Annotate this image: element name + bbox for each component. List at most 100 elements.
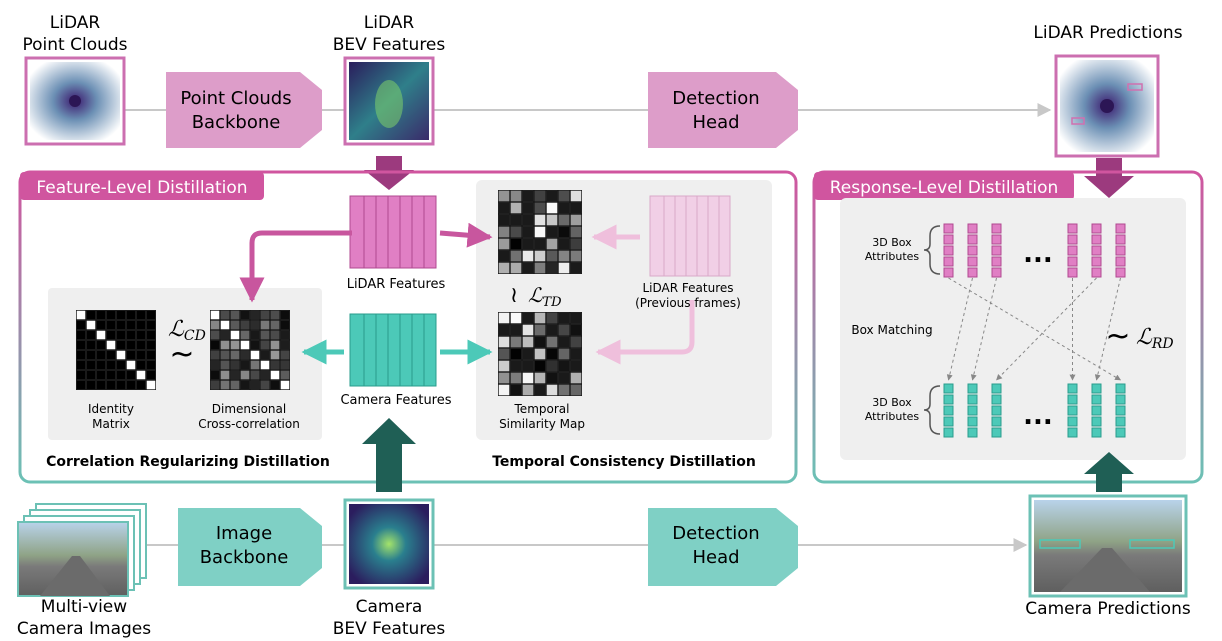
matrix-cell [230, 380, 240, 390]
matrix-cell [240, 330, 250, 340]
matrix-cell [96, 330, 106, 340]
attribute-cell [1115, 383, 1126, 394]
matrix-cell [240, 370, 250, 380]
matrix-cell [534, 250, 546, 262]
matrix-cell [86, 310, 96, 320]
attribute-cell [967, 416, 978, 427]
lidar-predictions-down-arrow [1084, 158, 1134, 198]
attribute-cell [1067, 234, 1078, 245]
matrix-cell [210, 370, 220, 380]
tcd-similar-symbol: ≀ [510, 283, 518, 308]
matrix-cell [220, 350, 230, 360]
attribute-cell [991, 383, 1002, 394]
matrix-cell [498, 324, 510, 336]
lidar-input-label-2: Point Clouds [22, 35, 127, 55]
matrix-cell [116, 320, 126, 330]
attribute-cell [991, 427, 1002, 438]
matrix-cell [546, 312, 558, 324]
attribute-cell [943, 416, 954, 427]
matrix-cell [136, 350, 146, 360]
matrix-cell [76, 360, 86, 370]
feature-slice [349, 313, 365, 387]
matrix-cell [220, 340, 230, 350]
matrix-cell [136, 370, 146, 380]
matrix-cell [558, 336, 570, 348]
matrix-cell [570, 190, 582, 202]
matrix-cell [86, 380, 96, 390]
matrix-cell [546, 384, 558, 396]
lidar-to-temporal-arrow [439, 222, 493, 248]
attribute-cell [1091, 405, 1102, 416]
matrix-cell [116, 360, 126, 370]
response-level-title: Response-Level Distillation [830, 178, 1059, 198]
lidar-box-attributes [943, 223, 1126, 278]
matrix-cell [106, 380, 116, 390]
camera-features-label: Camera Features [340, 393, 451, 408]
attribute-cell [1091, 427, 1102, 438]
box-matching-label: Box Matching [851, 323, 932, 337]
matrix-cell [250, 370, 260, 380]
matrix-cell [546, 226, 558, 238]
matrix-cell [106, 340, 116, 350]
matrix-cell [220, 330, 230, 340]
matrix-cell [96, 380, 106, 390]
matrix-cell [270, 360, 280, 370]
matrix-cell [558, 226, 570, 238]
matrix-cell [220, 310, 230, 320]
matrix-cell [86, 350, 96, 360]
matrix-cell [498, 360, 510, 372]
matrix-cell [498, 384, 510, 396]
matrix-cell [498, 238, 510, 250]
matrix-cell [210, 330, 220, 340]
matrix-cell [534, 202, 546, 214]
matrix-cell [136, 320, 146, 330]
camera-bev-up-arrow [362, 418, 416, 492]
prev-features-label-2: (Previous frames) [635, 296, 741, 310]
attribute-cell [967, 234, 978, 245]
attribute-cell [991, 267, 1002, 278]
matrix-cell [106, 360, 116, 370]
matrix-cell [570, 336, 582, 348]
camera-detection-head-label-2: Head [692, 547, 739, 568]
matrix-cell [510, 312, 522, 324]
attribute-cell [943, 394, 954, 405]
previous-lidar-features-stack [649, 195, 731, 277]
matrix-cell [210, 380, 220, 390]
matrix-cell [230, 320, 240, 330]
matrix-cell [76, 330, 86, 340]
matrix-cell [558, 190, 570, 202]
camera-bev-label-2: BEV Features [333, 619, 446, 639]
matrix-cell [76, 340, 86, 350]
matrix-cell [534, 372, 546, 384]
attribute-cell [1115, 405, 1126, 416]
matrix-cell [106, 320, 116, 330]
image-backbone-label-1: Image [216, 523, 272, 544]
matrix-cell [522, 202, 534, 214]
tcd-title: Temporal Consistency Distillation [492, 454, 756, 470]
matrix-cell [230, 360, 240, 370]
matrix-cell [546, 238, 558, 250]
matrix-cell [96, 360, 106, 370]
matrix-cell [136, 340, 146, 350]
matrix-cell [534, 214, 546, 226]
matrix-cell [546, 336, 558, 348]
matrix-cell [570, 214, 582, 226]
attribute-cell [943, 383, 954, 394]
matrix-cell [522, 336, 534, 348]
attribute-cell [991, 416, 1002, 427]
camera-bev-label-1: Camera [356, 597, 423, 617]
matrix-cell [76, 310, 86, 320]
matrix-cell [126, 380, 136, 390]
matrix-cell [558, 384, 570, 396]
matrix-cell [534, 262, 546, 274]
attribute-cell [1067, 245, 1078, 256]
matrix-cell [230, 340, 240, 350]
attribute-cell [991, 245, 1002, 256]
matrix-cell [522, 360, 534, 372]
matrix-cell [96, 340, 106, 350]
matrix-cell [280, 350, 290, 360]
matrix-cell [510, 360, 522, 372]
attribute-cell [1091, 234, 1102, 245]
bottom-attributes-brace [923, 385, 941, 435]
camera-detection-head-block [648, 508, 798, 586]
